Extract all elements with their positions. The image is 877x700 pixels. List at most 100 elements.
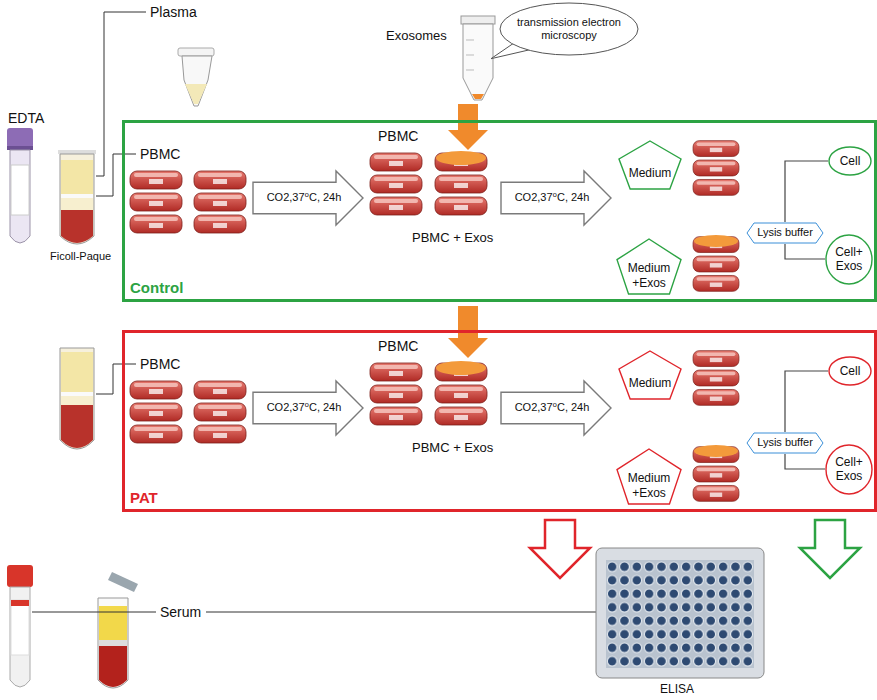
leader-line [206,612,596,613]
edta-tube [11,165,29,215]
text-holder: Medium +Exos [616,259,682,293]
exosome-tube [466,40,474,41]
pat-tube [61,396,93,405]
process-arrow: CO2,37⁰C, 24h [500,170,612,226]
pat-tube [61,352,93,392]
connector-line [785,244,825,259]
flask-stacks [370,363,422,425]
node-text: CO2,37⁰C, 24h [267,401,342,414]
text-holder: Lysis buffer [746,432,824,454]
group-heading: Control [130,279,183,296]
serum-tubes [10,587,30,687]
result-oval: Cell [828,146,872,176]
speech-bubble: transmission electron microscopy [499,2,639,56]
ficoll-tube [61,194,93,198]
text-label: PBMC [378,338,418,355]
text-label: Ficoll-Paque [50,250,111,263]
ficoll-tube [61,160,93,194]
node-text: transmission electron microscopy [515,16,623,42]
plasma-tube [185,84,207,104]
result-oval: Cell [828,356,872,386]
leader-line [96,154,136,196]
text-holder: CO2,37⁰C, 24h [256,380,352,436]
text-label: PBMC [378,128,418,145]
ficoll-tube [58,150,96,244]
serum-tubes [11,600,29,606]
pat-tube [61,392,93,396]
node-text: Lysis buffer [757,436,813,449]
sample-pentagon: Medium [618,350,682,400]
text-holder: transmission electron microscopy [499,2,639,56]
plasma-tube [178,48,214,56]
group-heading: PAT [130,489,158,506]
leader-line [32,612,156,613]
text-label: Exosomes [386,28,447,44]
flask-stacks [130,141,739,292]
edta-tube [7,146,33,150]
bubble-outline [500,3,638,55]
ficoll-tube [61,210,93,243]
text-label: ELISA [660,682,694,696]
exosome-tube [466,70,474,71]
plasma-tube [178,48,214,106]
pat-tube [60,348,94,449]
edta-tube [7,128,33,243]
text-holder: CO2,37⁰C, 24h [504,170,600,226]
pentagon-path [617,449,681,504]
result-oval: Cell+ Exos [825,234,873,285]
flask-stacks [130,381,182,443]
elisa-plate [606,560,754,668]
node-text: Medium [629,376,672,390]
text-holder: Medium [618,368,682,398]
oval-outline [829,357,871,385]
node-text: Medium +Exos [624,471,674,500]
flask-stacks [693,351,739,406]
text-holder: Cell [828,146,872,176]
text-label: PBMC + Exos [412,440,493,456]
text-holder: CO2,37⁰C, 24h [256,170,352,226]
hexagon-path [747,223,823,243]
flask-stacks [694,445,738,457]
pat-tube [60,348,94,449]
connector-line [785,371,828,432]
text-holder: Lysis buffer [746,222,824,244]
text-holder: Cell+ Exos [825,234,873,285]
node-text: Cell [840,154,861,168]
flask-stacks [436,151,486,165]
process-arrow: CO2,37⁰C, 24h [252,380,364,436]
oval-outline [826,235,872,284]
text-holder: Cell+ Exos [825,444,873,495]
node-text: Cell+ Exos [830,245,868,274]
text-holder: CO2,37⁰C, 24h [504,380,600,436]
text-label: PBMC [140,356,180,373]
flask-stacks [194,381,246,443]
flask-stacks [436,361,486,375]
connector-line [785,454,825,469]
group-frame: ControlCO2,37⁰C, 24hCO2,37⁰C, 24hMediumC… [122,120,877,302]
arrow-path [253,381,363,435]
text-label: Plasma [150,4,197,21]
sample-pentagon: Medium +Exos [616,238,682,295]
edta-tube [7,128,33,148]
exosome-tube [472,94,484,99]
node-text: Lysis buffer [757,226,813,239]
text-holder: Cell [828,356,872,386]
serum-tubes [108,572,138,592]
edta-tube [10,150,30,243]
oval-outline [826,445,872,494]
serum-tubes [7,565,33,587]
pentagon-outline [618,350,682,400]
pat-tube [61,405,93,448]
text-holder: Medium +Exos [616,469,682,503]
connector-line [785,161,828,222]
ficoll-tube [61,198,93,210]
arrow-path [253,171,363,225]
arrow-path [501,381,611,435]
exosome-tube [461,16,495,24]
group-frame: PAT CO2,37⁰C, 24h CO2,37⁰C, 24h Medium CellL… [122,330,877,512]
result-oval: Cell+ Exos [825,444,873,495]
pentagon-path [619,351,681,399]
